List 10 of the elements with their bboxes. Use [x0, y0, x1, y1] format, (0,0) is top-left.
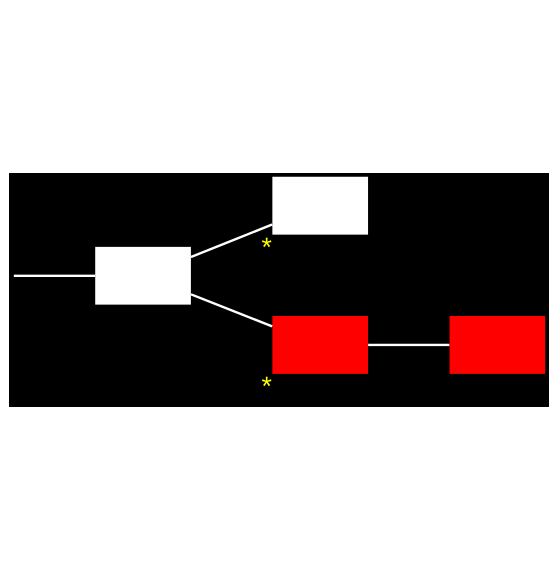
node-box — [272, 316, 368, 374]
node-box — [272, 176, 368, 234]
connector — [190, 292, 273, 327]
node-box — [450, 316, 546, 374]
node-label: * — [262, 231, 272, 262]
connector — [368, 343, 450, 346]
connector — [190, 222, 273, 258]
node-label: * — [262, 370, 272, 401]
node-box — [95, 246, 191, 304]
connector — [14, 274, 96, 276]
